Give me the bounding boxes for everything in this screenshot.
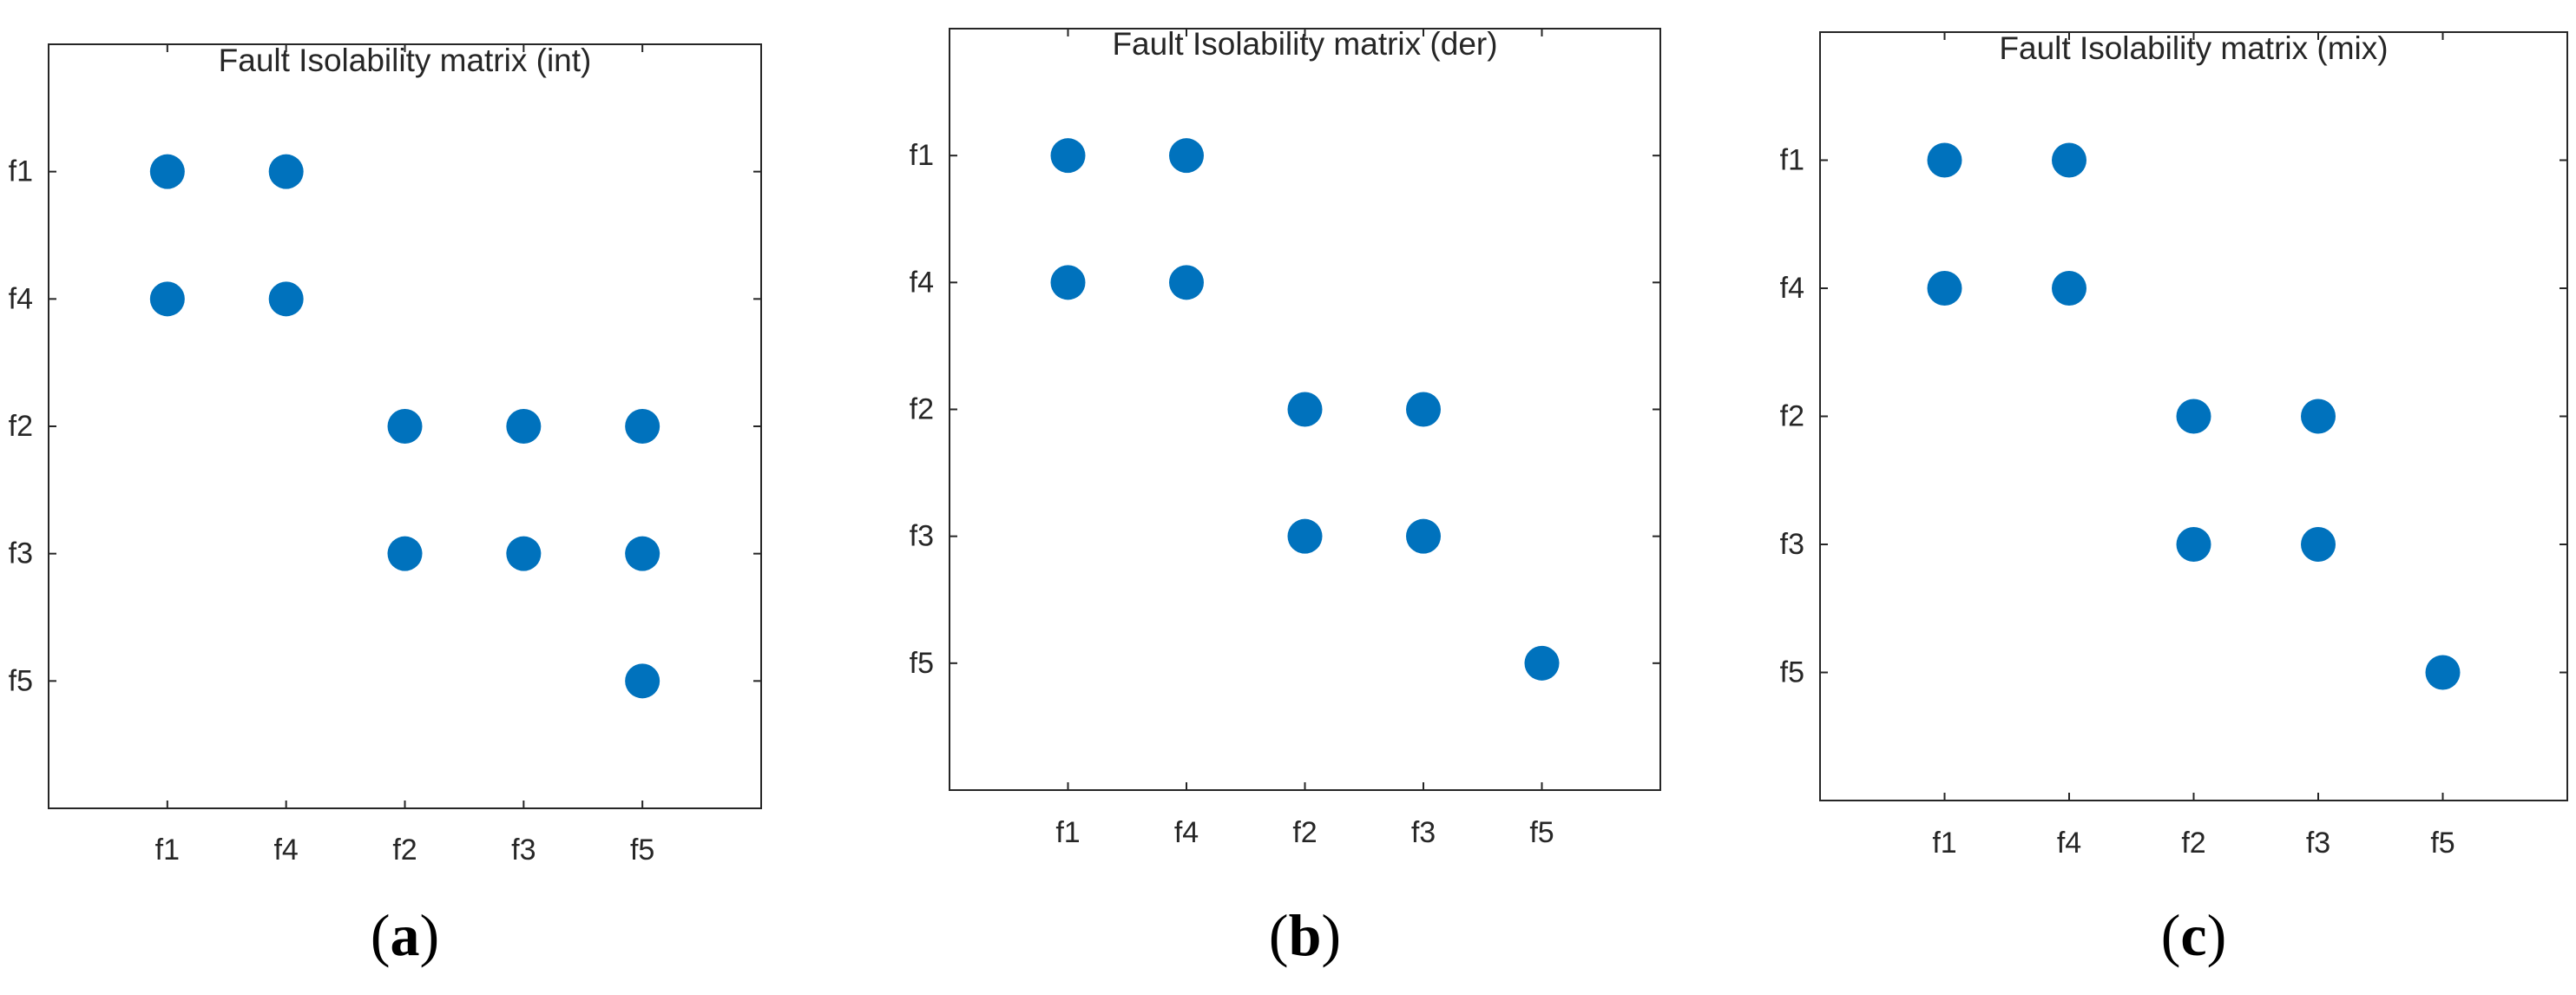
panel-label: (a) bbox=[371, 902, 439, 968]
y-tick-label: f4 bbox=[9, 282, 33, 315]
data-point-f3-f3 bbox=[1406, 518, 1441, 554]
y-tick-label: f5 bbox=[910, 647, 934, 680]
data-point-f3-f2 bbox=[506, 409, 542, 444]
panel-label: (b) bbox=[1269, 902, 1341, 968]
data-point-f5-f5 bbox=[1524, 645, 1560, 681]
x-tick-label: f4 bbox=[1174, 816, 1199, 849]
data-point-f4-f1 bbox=[1169, 138, 1204, 174]
data-point-f1-f1 bbox=[149, 154, 185, 189]
data-point-f5-f5 bbox=[2425, 655, 2461, 690]
y-tick-label: f3 bbox=[9, 537, 33, 570]
x-tick-label: f1 bbox=[1932, 827, 1956, 860]
data-point-f2-f2 bbox=[387, 409, 423, 444]
y-tick-label: f4 bbox=[1780, 272, 1804, 305]
data-point-f1-f4 bbox=[149, 281, 185, 317]
x-tick-label: f3 bbox=[2306, 827, 2330, 860]
data-point-f1-f4 bbox=[1927, 271, 1962, 306]
data-point-f4-f1 bbox=[268, 154, 304, 189]
data-point-f4-f1 bbox=[2052, 142, 2086, 178]
data-point-f4-f4 bbox=[2052, 271, 2086, 306]
x-tick-label: f4 bbox=[273, 834, 298, 867]
data-point-f4-f4 bbox=[268, 281, 304, 317]
y-tick-label: f1 bbox=[9, 155, 33, 188]
y-tick-label: f2 bbox=[910, 393, 934, 426]
data-point-f3-f2 bbox=[1406, 392, 1441, 427]
data-point-f5-f3 bbox=[625, 536, 660, 571]
data-point-f1-f1 bbox=[1050, 138, 1086, 174]
x-tick-label: f2 bbox=[392, 834, 417, 867]
data-point-f3-f2 bbox=[2301, 399, 2336, 434]
data-point-f5-f2 bbox=[625, 409, 660, 444]
x-tick-label: f2 bbox=[1292, 816, 1317, 849]
y-tick-label: f5 bbox=[1780, 656, 1804, 689]
x-tick-label: f1 bbox=[155, 834, 180, 867]
data-point-f1-f4 bbox=[1050, 265, 1086, 300]
data-point-f4-f4 bbox=[1169, 265, 1204, 300]
x-tick-label: f5 bbox=[630, 834, 654, 867]
y-tick-label: f2 bbox=[1780, 400, 1804, 433]
data-point-f2-f3 bbox=[1287, 518, 1323, 554]
data-point-f3-f3 bbox=[506, 536, 542, 571]
x-tick-label: f5 bbox=[1529, 816, 1554, 849]
y-tick-label: f3 bbox=[1780, 528, 1804, 561]
data-point-f2-f3 bbox=[387, 536, 423, 571]
data-point-f2-f3 bbox=[2176, 527, 2211, 562]
y-tick-label: f4 bbox=[910, 266, 934, 299]
y-tick-label: f1 bbox=[1780, 144, 1804, 177]
x-tick-label: f3 bbox=[1411, 816, 1436, 849]
x-tick-label: f5 bbox=[2430, 827, 2454, 860]
data-point-f3-f3 bbox=[2301, 527, 2336, 562]
data-point-f5-f5 bbox=[625, 663, 660, 699]
x-tick-label: f1 bbox=[1055, 816, 1080, 849]
panel-label: (c) bbox=[2161, 902, 2227, 968]
y-tick-label: f2 bbox=[9, 410, 33, 443]
y-tick-label: f1 bbox=[910, 139, 934, 172]
data-point-f2-f2 bbox=[1287, 392, 1323, 427]
x-tick-label: f3 bbox=[511, 834, 536, 867]
data-point-f2-f2 bbox=[2176, 399, 2211, 434]
x-tick-label: f2 bbox=[2181, 827, 2205, 860]
data-point-f1-f1 bbox=[1927, 142, 1962, 178]
x-tick-label: f4 bbox=[2057, 827, 2081, 860]
y-tick-label: f3 bbox=[910, 520, 934, 553]
y-tick-label: f5 bbox=[9, 664, 33, 697]
